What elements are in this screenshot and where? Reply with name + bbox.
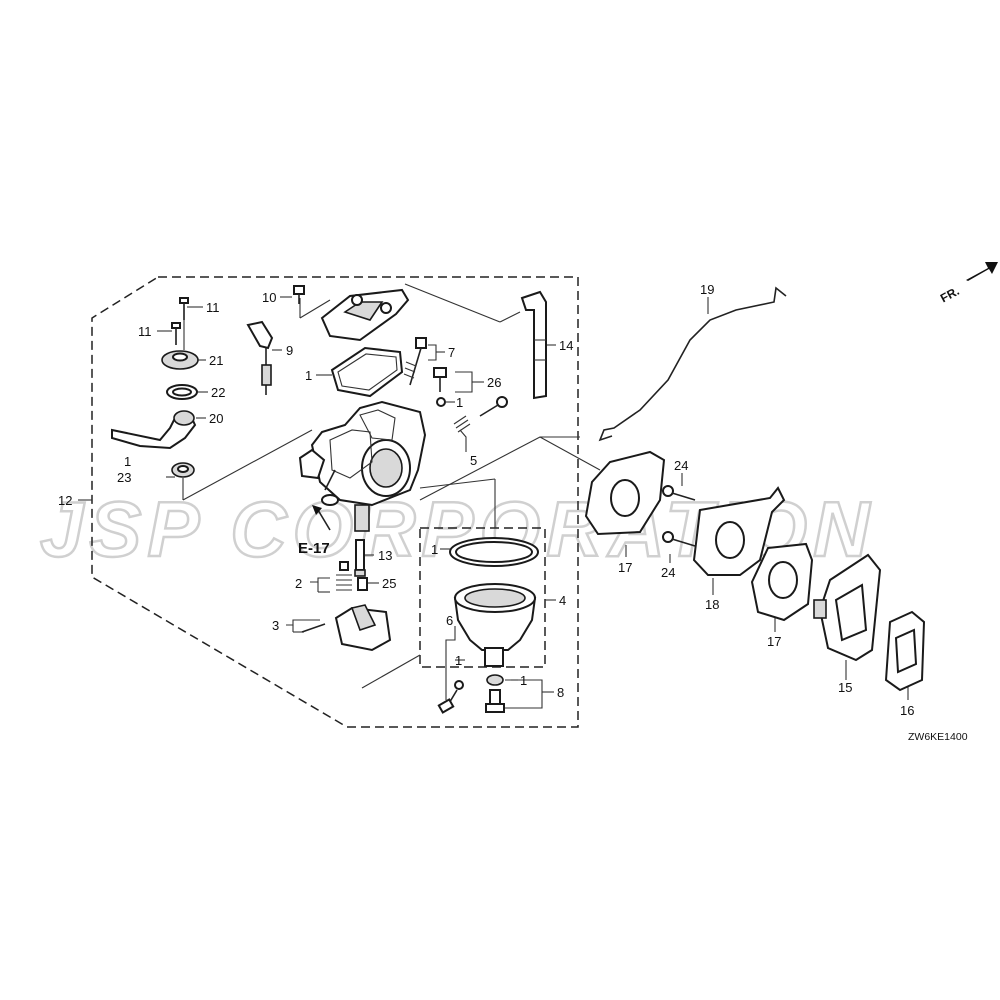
leader-lines xyxy=(157,283,909,709)
callout-17-right: 17 xyxy=(767,634,781,649)
callout-1-washer: 1 xyxy=(456,395,463,410)
pilot-screw-7 xyxy=(403,337,427,386)
throttle-arm-9 xyxy=(246,320,274,395)
callout-3: 3 xyxy=(272,618,279,633)
float-3 xyxy=(301,604,392,652)
fr-label: FR. xyxy=(938,284,962,305)
screw-10 xyxy=(293,285,305,304)
callout-26: 26 xyxy=(487,375,501,390)
gasket-17-right xyxy=(750,542,814,622)
carburetor-top-cover xyxy=(320,288,410,342)
front-arrow-icon xyxy=(966,262,998,281)
callout-18: 18 xyxy=(705,597,719,612)
nozzle-25 xyxy=(357,577,368,591)
insulator-18 xyxy=(692,486,786,576)
fuel-pipe-14 xyxy=(520,290,547,400)
choke-lever-20 xyxy=(111,410,197,450)
screw-26 xyxy=(433,367,447,407)
main-jet-13 xyxy=(354,539,366,577)
carburetor-assembly-boundary xyxy=(91,276,579,728)
drawing-code: ZW6KE1400 xyxy=(908,731,968,743)
callout-15: 15 xyxy=(838,680,852,695)
callout-1-bolt: 1 xyxy=(520,673,527,688)
adjust-screw-5 xyxy=(453,396,508,433)
callout-21: 21 xyxy=(209,353,223,368)
callout-12: 12 xyxy=(58,493,72,508)
callout-8: 8 xyxy=(557,685,564,700)
seal-22 xyxy=(166,384,198,400)
callout-7: 7 xyxy=(448,345,455,360)
e17-reference-arrow xyxy=(312,505,331,531)
bolt-8 xyxy=(485,674,505,713)
drain-screw-6 xyxy=(437,680,464,714)
callout-23: 23 xyxy=(117,470,131,485)
callout-16: 16 xyxy=(900,703,914,718)
callout-6: 6 xyxy=(446,613,453,628)
bolt-24-upper xyxy=(662,485,696,501)
callout-1-gasket: 1 xyxy=(305,368,312,383)
callout-11-lower: 11 xyxy=(138,324,152,339)
callout-1-choke: 1 xyxy=(124,454,131,469)
callout-24-lower: 24 xyxy=(661,565,675,580)
callout-22: 22 xyxy=(211,385,225,400)
callout-10: 10 xyxy=(262,290,276,305)
screw-11-lower xyxy=(171,322,181,345)
gasket-16 xyxy=(884,610,926,692)
callout-11-upper: 11 xyxy=(206,300,220,315)
seal-23 xyxy=(171,462,195,478)
bolt-24-lower xyxy=(662,531,696,547)
callout-9: 9 xyxy=(286,343,293,358)
callout-24-upper: 24 xyxy=(674,458,688,473)
carburetor-body xyxy=(298,400,427,532)
callout-1-oring: 1 xyxy=(431,542,438,557)
choke-plate-21 xyxy=(161,350,199,370)
screw-11-upper xyxy=(179,297,189,320)
callout-17-left: 17 xyxy=(618,560,632,575)
callout-25: 25 xyxy=(382,576,396,591)
callout-14: 14 xyxy=(559,338,573,353)
float-bowl-group-boundary xyxy=(419,527,546,668)
front-direction-indicator: FR. xyxy=(938,262,998,305)
callout-1-drain: 1 xyxy=(455,653,462,668)
callout-20: 20 xyxy=(209,411,223,426)
callout-labels: 11 11 21 22 20 1 23 12 10 9 1 7 26 1 5 1… xyxy=(58,282,914,718)
callout-2: 2 xyxy=(295,576,302,591)
callout-19: 19 xyxy=(700,282,714,297)
e17-reference-label: E-17 xyxy=(298,540,330,557)
callout-4: 4 xyxy=(559,593,566,608)
gasket-17-left xyxy=(584,450,666,536)
spring-2 xyxy=(336,561,352,591)
callout-5: 5 xyxy=(470,453,477,468)
callout-13: 13 xyxy=(378,548,392,563)
float-chamber-4 xyxy=(453,583,537,667)
gasket-top-1 xyxy=(330,346,404,398)
manifold-15 xyxy=(813,553,882,662)
throttle-link-rod-19 xyxy=(598,286,787,442)
